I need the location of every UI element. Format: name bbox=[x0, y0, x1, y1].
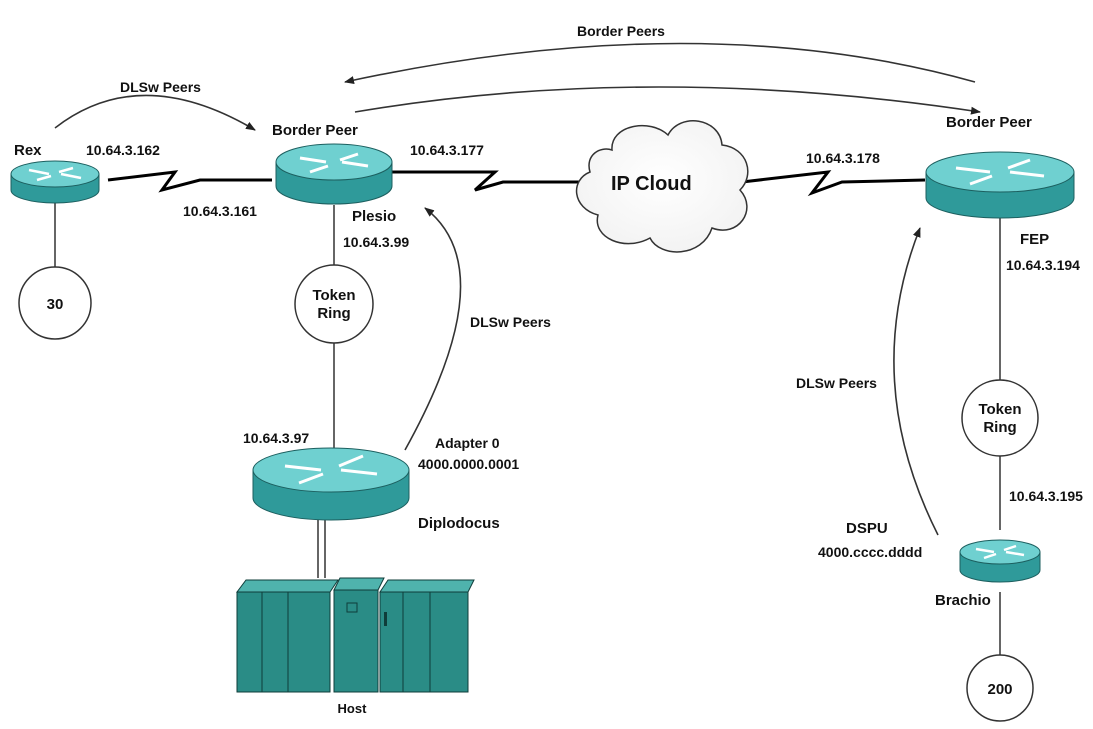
plesio-role: Border Peer bbox=[272, 122, 358, 139]
host-cabinet-left-top bbox=[236, 579, 339, 593]
dlsw-peers-label-right: DLSw Peers bbox=[796, 375, 877, 391]
plesio-ip-link: 10.64.3.177 bbox=[410, 142, 484, 158]
diplodocus-mac: 4000.0000.0001 bbox=[418, 456, 519, 472]
router-rex bbox=[10, 160, 100, 204]
router-fep-arrows-icon bbox=[955, 158, 1045, 186]
border-peers-label: Border Peers bbox=[577, 23, 665, 39]
dlsw-arrow-brachio-fep bbox=[893, 227, 939, 536]
host-cabinet-center-top bbox=[333, 577, 385, 591]
ip-cloud: IP Cloud bbox=[575, 120, 749, 253]
host-cabinet-left bbox=[236, 591, 331, 693]
token-ring-left-circle bbox=[294, 264, 374, 344]
host-handle bbox=[384, 612, 387, 626]
dlsw-arrow-diplodocus-plesio bbox=[404, 207, 462, 451]
router-fep-top bbox=[925, 151, 1075, 193]
diplodocus-ip: 10.64.3.97 bbox=[243, 430, 309, 446]
links bbox=[54, 170, 1001, 655]
ring-200: 200 bbox=[966, 654, 1034, 722]
host-label: Host bbox=[338, 701, 368, 716]
dspu-mac: 4000.cccc.dddd bbox=[818, 544, 922, 560]
router-diplodocus bbox=[252, 447, 410, 521]
fep-name: FEP bbox=[1020, 231, 1049, 248]
ring-30-number: 30 bbox=[47, 296, 64, 313]
token-ring-left-line2: Ring bbox=[317, 305, 350, 322]
diplodocus-name: Diplodocus bbox=[418, 515, 500, 532]
ring-30-circle bbox=[18, 266, 92, 340]
fep-ip-link: 10.64.3.178 bbox=[806, 150, 880, 166]
fep-role: Border Peer bbox=[946, 114, 1032, 131]
fep-ip-ring: 10.64.3.194 bbox=[1006, 257, 1080, 273]
border-peers-arrow-upper bbox=[344, 42, 976, 85]
router-rex-arrows-icon bbox=[28, 166, 82, 182]
router-plesio-arrows-icon bbox=[299, 152, 369, 174]
host-cabinet-center bbox=[333, 589, 379, 693]
cloud-shape bbox=[575, 120, 749, 253]
router-fep bbox=[925, 151, 1075, 219]
rex-ip-top: 10.64.3.162 bbox=[86, 142, 160, 158]
host-panel bbox=[346, 602, 358, 613]
host-cabinet-right bbox=[379, 591, 469, 693]
brachio-name: Brachio bbox=[935, 592, 991, 609]
serial-link-plesio-cloud bbox=[392, 170, 585, 192]
dspu-label: DSPU bbox=[846, 520, 888, 537]
host-cabinet-right-top bbox=[379, 579, 475, 593]
router-plesio bbox=[275, 143, 393, 205]
router-brachio-arrows-icon bbox=[975, 544, 1025, 560]
token-ring-left: Token Ring bbox=[294, 264, 374, 344]
router-diplodocus-top bbox=[252, 447, 410, 493]
dlsw-arrow-rex-plesio bbox=[54, 94, 256, 131]
ring-30: 30 bbox=[18, 266, 92, 340]
border-peers-arrow-lower bbox=[354, 86, 981, 115]
dlsw-peers-label-mid: DLSw Peers bbox=[470, 314, 551, 330]
serial-link-rex-plesio bbox=[107, 170, 272, 193]
token-ring-right: Token Ring bbox=[961, 379, 1039, 457]
router-brachio bbox=[959, 539, 1041, 583]
ring-200-number: 200 bbox=[987, 681, 1012, 698]
brachio-ip: 10.64.3.195 bbox=[1009, 488, 1083, 504]
router-brachio-top bbox=[959, 539, 1041, 565]
token-ring-right-line2: Ring bbox=[983, 419, 1016, 436]
token-ring-left-line1: Token bbox=[312, 287, 355, 304]
router-diplodocus-arrows-icon bbox=[284, 454, 378, 485]
dlsw-peers-label-left: DLSw Peers bbox=[120, 79, 201, 95]
dlsw-peers-left-arrow: DLSw Peers bbox=[54, 79, 256, 131]
host-mainframe bbox=[236, 577, 475, 693]
plesio-ip-ring: 10.64.3.99 bbox=[343, 234, 409, 250]
token-ring-right-circle bbox=[961, 379, 1039, 457]
ring-200-circle bbox=[966, 654, 1034, 722]
dlsw-peers-mid-arrow: DLSw Peers bbox=[404, 207, 551, 451]
diplodocus-adapter: Adapter 0 bbox=[435, 435, 500, 451]
dlsw-peers-right-arrow: DLSw Peers bbox=[796, 227, 939, 536]
router-rex-top bbox=[10, 160, 100, 188]
border-peers-arrows: Border Peers bbox=[344, 23, 981, 115]
rex-ip-bottom: 10.64.3.161 bbox=[183, 203, 257, 219]
serial-link-cloud-fep bbox=[741, 170, 926, 197]
rex-name: Rex bbox=[14, 142, 42, 159]
token-ring-right-line1: Token bbox=[978, 401, 1021, 418]
plesio-name: Plesio bbox=[352, 208, 396, 225]
router-plesio-top bbox=[275, 143, 393, 181]
ip-cloud-label: IP Cloud bbox=[611, 173, 692, 195]
